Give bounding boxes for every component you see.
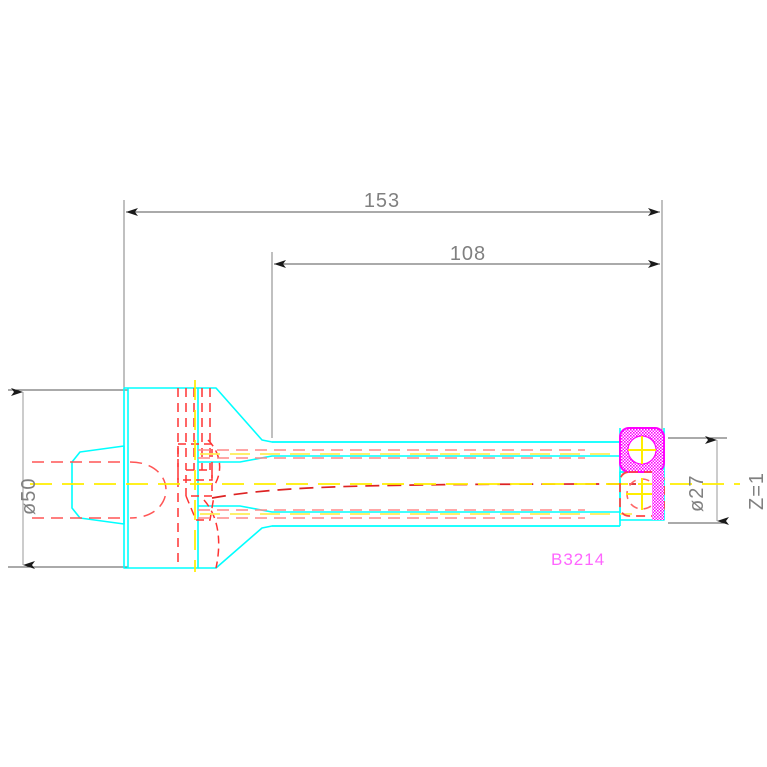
upper-taper <box>198 387 620 443</box>
tool-body-outline <box>71 387 665 569</box>
insert-code-label: B3214 <box>551 550 606 569</box>
dimension-label-overall-length: 153 <box>363 190 401 212</box>
rear-cap-outline <box>71 445 125 525</box>
insert-edge-sliver <box>652 470 664 520</box>
hidden-lines <box>32 388 637 569</box>
flange-outline <box>123 387 199 569</box>
dimension-label-flute-length: 108 <box>449 243 487 265</box>
dimension-label-shank-diameter: ø50 <box>18 477 40 515</box>
dimension-body-diameter <box>668 436 729 525</box>
dimension-overall-length <box>123 200 663 430</box>
insert-upper <box>619 427 665 473</box>
lower-inner-step <box>198 505 620 513</box>
centerlines <box>30 380 740 572</box>
upper-inner-step <box>198 455 620 463</box>
dimension-label-flute-count: Z=1 <box>746 471 767 510</box>
dimension-shank-diameter <box>8 388 128 569</box>
dimension-label-body-diameter: ø27 <box>686 474 708 512</box>
dimension-flute-length <box>271 252 660 438</box>
